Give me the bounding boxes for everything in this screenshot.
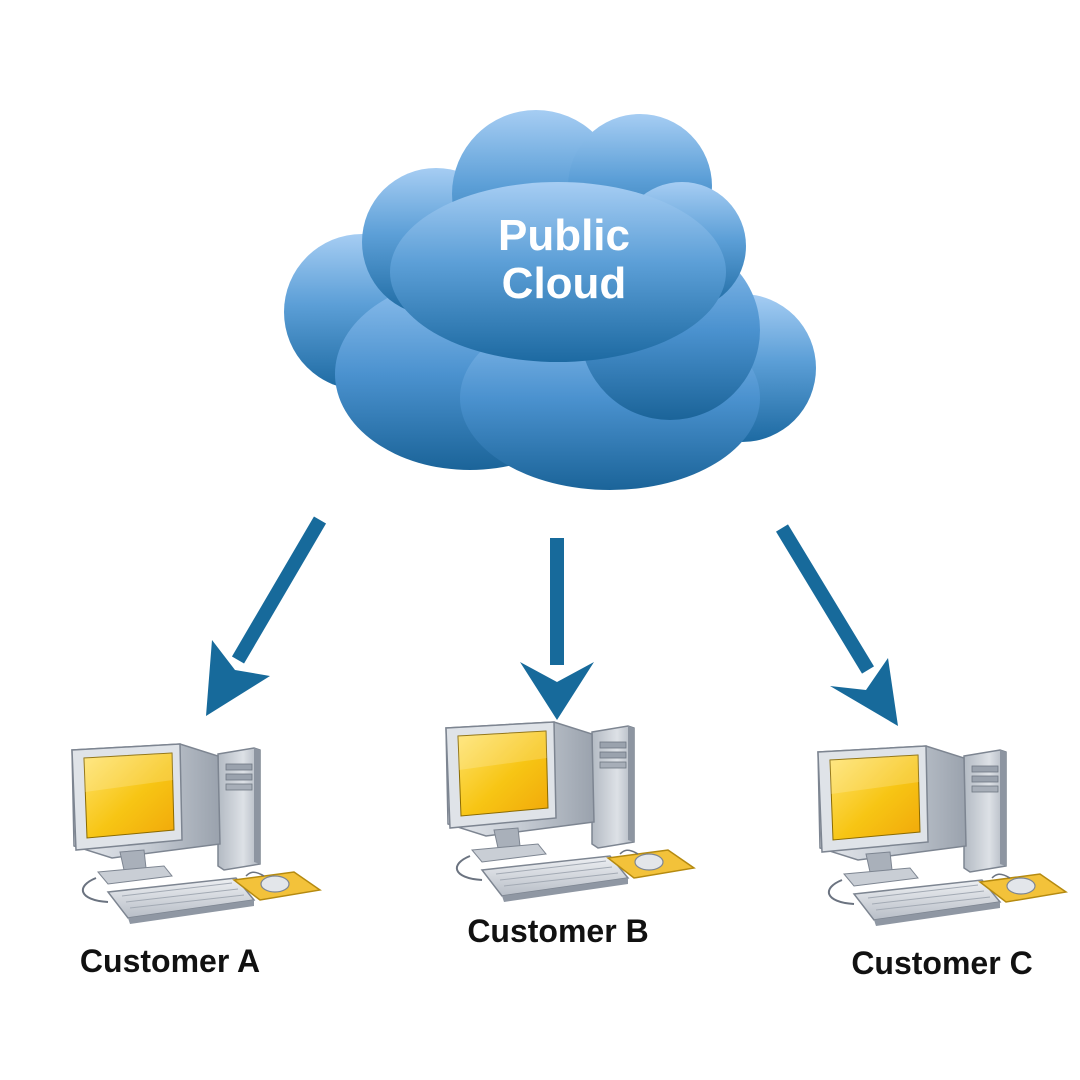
public-cloud: Public Cloud xyxy=(284,110,816,490)
customer-b-label: Customer B xyxy=(467,913,648,949)
arrow-to-customer-c xyxy=(776,524,898,726)
customer-b-computer xyxy=(445,721,695,903)
customer-c-label: Customer C xyxy=(851,945,1032,981)
customer-a-label: Customer A xyxy=(80,943,260,979)
cloud-label-line2: Cloud xyxy=(502,259,627,308)
customer-c-computer xyxy=(817,745,1067,927)
arrow-to-customer-b xyxy=(520,538,594,720)
customer-a-computer xyxy=(71,743,321,925)
cloud-label-line1: Public xyxy=(498,211,630,260)
arrow-to-customer-a xyxy=(206,516,327,716)
